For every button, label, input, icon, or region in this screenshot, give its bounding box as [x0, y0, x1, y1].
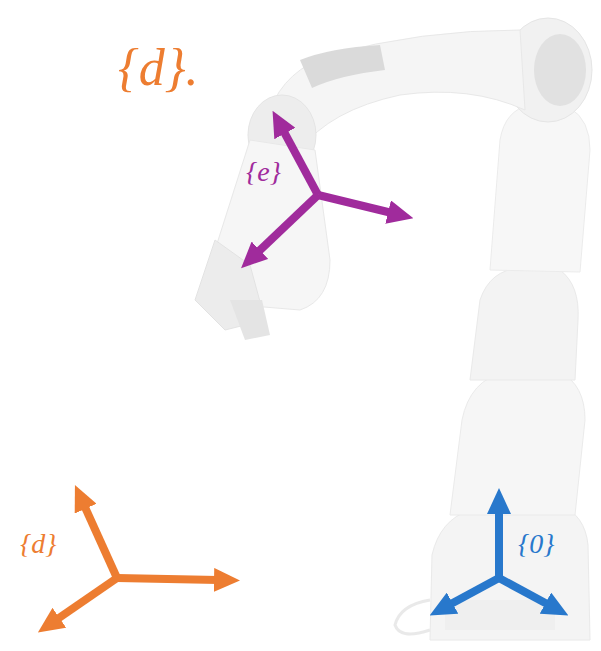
heading-frame-name: {d}.: [118, 42, 199, 94]
frame-label: {d}: [20, 530, 56, 558]
frame-label: {e}: [246, 158, 281, 186]
robot-arm: [195, 18, 592, 640]
frame-label: {0}: [518, 530, 554, 558]
frame-d: [56, 505, 218, 620]
frame-e: [257, 130, 392, 253]
